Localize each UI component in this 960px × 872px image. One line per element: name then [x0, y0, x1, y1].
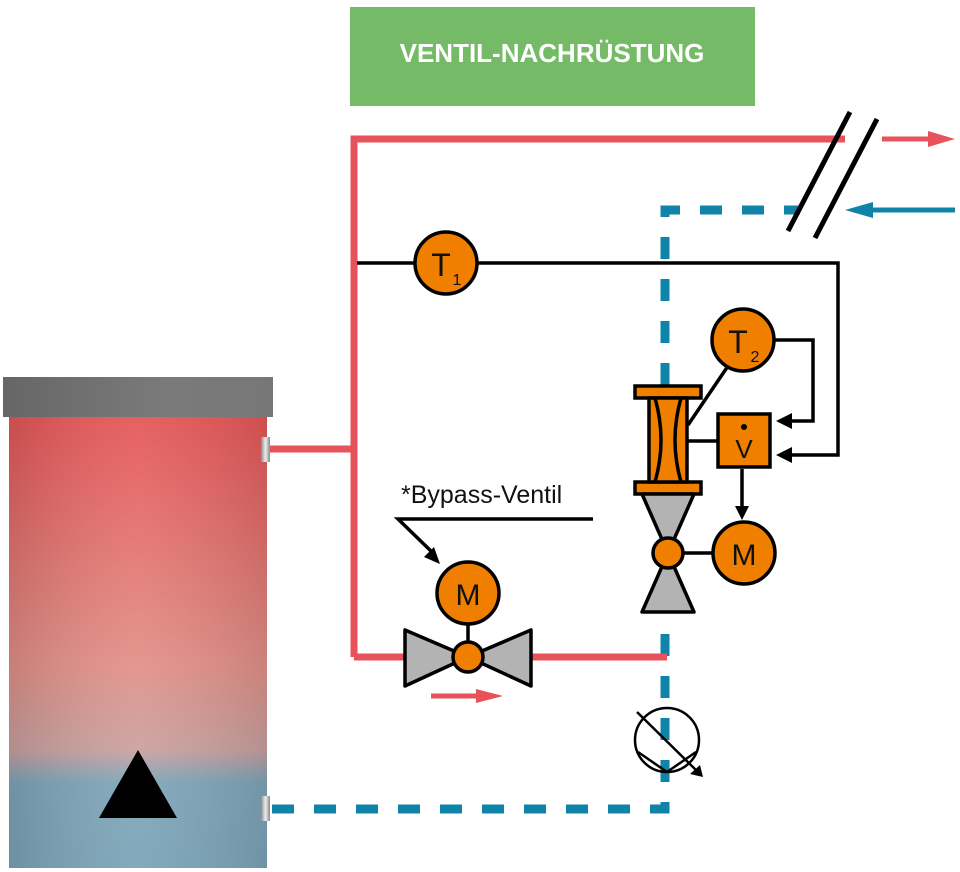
temperature-sensor-t1[interactable]: T 1: [413, 230, 479, 296]
supply-line: [270, 135, 845, 661]
t1-arrowhead: [776, 447, 792, 463]
temperature-sensor-t2[interactable]: T 2: [710, 307, 776, 373]
t1-signal-line: [357, 261, 840, 457]
main-valve-hub: [651, 536, 685, 570]
flow-meter-bottom-flange: [633, 480, 703, 496]
return-pipe-bottom: [272, 615, 670, 814]
flow-meter-body: [647, 396, 689, 484]
main-motor-circle: [711, 520, 777, 586]
main-valve-upper-cone: [640, 492, 696, 555]
t2-subscript: 2: [751, 349, 760, 366]
tank-outlet-nozzle-top: [261, 437, 270, 462]
v-dot-icon: [741, 424, 747, 430]
flow-meter-curve-left: [653, 397, 663, 483]
supply-outflow-arrow: [882, 131, 955, 147]
title-background: [350, 7, 755, 106]
flow-meter-curve-right: [673, 397, 683, 483]
bypass-valve-hub: [451, 640, 485, 674]
pump-arrowhead: [690, 765, 703, 777]
flow-meter[interactable]: [633, 384, 703, 496]
return-inflow-arrow: [845, 202, 955, 218]
return-pipe-upper: [660, 205, 800, 385]
title-text: VENTIL-NACHRÜSTUNG: [400, 38, 705, 68]
bypass-motor-circle: [435, 560, 501, 626]
main-valve-motor[interactable]: M: [711, 520, 777, 586]
bypass-valve-label: *Bypass-Ventil: [401, 481, 562, 509]
circulation-pump[interactable]: [633, 706, 703, 777]
return-line: [272, 205, 800, 814]
supply-pipe-vertical: [350, 135, 845, 657]
t2-circle: [710, 307, 776, 373]
flow-controller[interactable]: V: [716, 412, 772, 469]
flow-controller-box: [716, 412, 772, 469]
t2-arrowhead: [776, 413, 792, 429]
tank-lid: [3, 377, 273, 417]
bypass-motor-letter: M: [456, 579, 481, 612]
bypass-valve-right-cone: [466, 628, 533, 688]
warning-triangle-icon: [99, 750, 177, 818]
pump-arrow-shaft: [636, 711, 699, 773]
bypass-label-leader: [393, 517, 593, 555]
t1-letter: T: [431, 247, 451, 283]
bypass-valve[interactable]: [403, 628, 533, 688]
pipe-break-symbol: [785, 110, 880, 240]
t1-circle: [413, 230, 479, 296]
signal-lines: [357, 261, 840, 645]
motor-arrowhead: [735, 506, 749, 520]
main-control-valve[interactable]: [640, 492, 696, 614]
tank-inlet-nozzle-bottom: [261, 796, 270, 821]
t2-letter: T: [728, 324, 748, 360]
t2-signal-line: [775, 338, 815, 423]
bypass-flow-arrow: [431, 689, 503, 703]
bypass-valve-left-cone: [403, 628, 470, 688]
main-motor-letter: M: [732, 539, 757, 572]
t1-subscript: 1: [453, 272, 462, 289]
flow-controller-letter: V: [735, 434, 753, 464]
main-valve-lower-cone: [640, 551, 696, 614]
title-banner: VENTIL-NACHRÜSTUNG: [350, 7, 755, 106]
pump-line-left: [637, 750, 668, 774]
bypass-valve-motor[interactable]: M: [435, 560, 501, 626]
t2-to-sensor-body-line: [686, 365, 730, 426]
storage-tank: [3, 377, 273, 868]
bypass-leader-arrowhead: [424, 547, 440, 564]
flow-meter-top-flange: [633, 384, 703, 400]
pump-line-right: [666, 750, 697, 774]
